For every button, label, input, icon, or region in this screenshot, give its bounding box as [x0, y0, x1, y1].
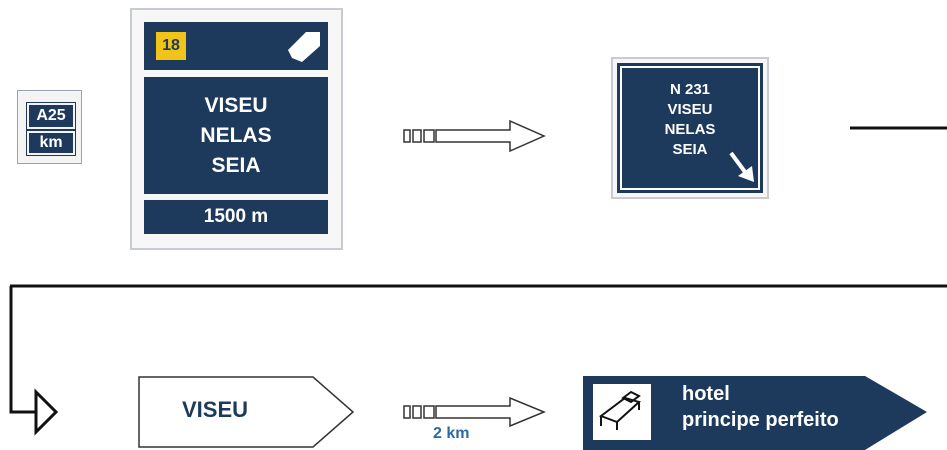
- destinations-panel: VISEU NELAS SEIA: [144, 77, 328, 194]
- road-sign-panel: N 231 VISEU NELAS SEIA: [617, 63, 763, 193]
- destination-2: NELAS: [200, 124, 272, 147]
- destination-3: SEIA: [211, 154, 261, 177]
- direction-sign-label: VISEU: [182, 397, 249, 422]
- bed-icon: [598, 390, 642, 430]
- hotel-line-2: principe perfeito: [682, 409, 839, 431]
- road-number: N 231: [669, 81, 711, 98]
- arrow-right-icon: [403, 119, 546, 153]
- destination-1: VISEU: [204, 94, 268, 117]
- distance-panel: 1500 m: [144, 200, 328, 234]
- road-direction-sign: N 231 VISEU NELAS SEIA: [611, 57, 769, 199]
- exit-number-badge: 18: [154, 30, 188, 62]
- diverge-arrow-icon: [288, 32, 320, 62]
- a25-road-label: A25: [26, 102, 76, 130]
- hotel-sign-shape: [583, 376, 927, 450]
- distance-label: 2 km: [433, 425, 470, 442]
- hotel-sign-text: hotel principe perfeito: [682, 381, 839, 433]
- road-destination-3: SEIA: [672, 141, 708, 158]
- arrow-down-right-icon: [729, 151, 754, 182]
- arrow-right-icon: [403, 396, 546, 428]
- road-destination-2: NELAS: [664, 121, 716, 138]
- exit-header: 18: [144, 22, 328, 70]
- hotel-line-1: hotel: [682, 383, 730, 405]
- km-unit-label: km: [26, 130, 76, 156]
- a25-km-sign: A25 km: [17, 90, 82, 164]
- road-destination-1: VISEU: [667, 101, 713, 118]
- direction-sign-shape: [138, 376, 355, 448]
- advance-direction-sign: 18 VISEU NELAS SEIA 1500 m: [130, 8, 343, 250]
